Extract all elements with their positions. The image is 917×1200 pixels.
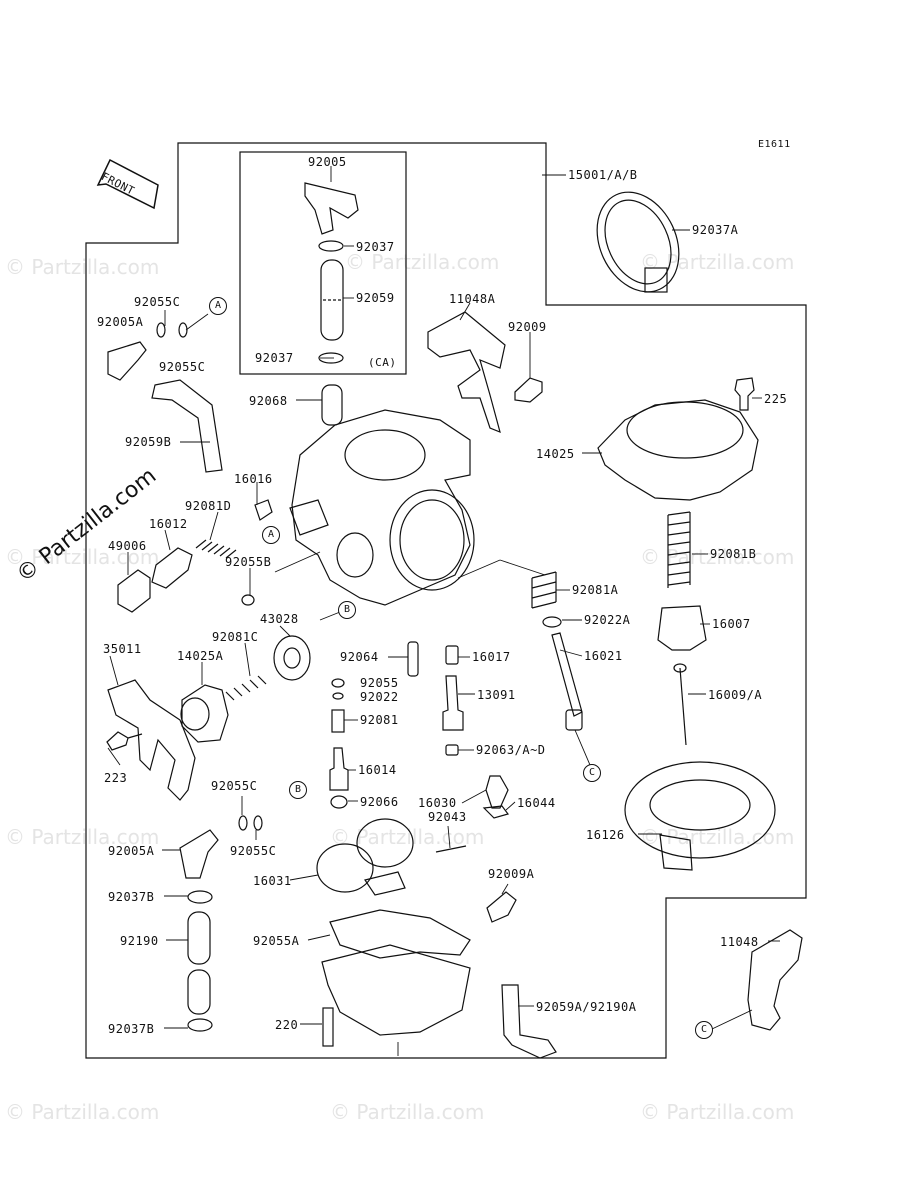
part-label[interactable]: 92055C	[211, 779, 258, 793]
part-label[interactable]: 92059	[356, 291, 395, 305]
part-label[interactable]: 92081D	[185, 499, 232, 513]
inset-note: (CA)	[368, 356, 397, 369]
part-label[interactable]: 92009A	[488, 867, 535, 881]
part-label[interactable]: 92063/A~D	[476, 743, 546, 757]
part-label[interactable]: 92081A	[572, 583, 619, 597]
part-label[interactable]: 16030	[418, 796, 457, 810]
part-label[interactable]: 223	[104, 771, 128, 785]
ref-marker-b: B	[289, 781, 307, 799]
part-label[interactable]: 43028	[260, 612, 299, 626]
part-label[interactable]: 92055C	[159, 360, 206, 374]
watermark: © Partzilla.com	[345, 250, 500, 274]
part-label[interactable]: 92190	[120, 934, 159, 948]
part-label[interactable]: 220	[275, 1018, 299, 1032]
part-label[interactable]: 16126	[586, 828, 625, 842]
ref-marker-c: C	[695, 1021, 713, 1039]
part-label[interactable]: 92037	[356, 240, 395, 254]
ref-marker-b: B	[338, 601, 356, 619]
watermark: © Partzilla.com	[640, 1100, 795, 1124]
watermark: © Partzilla.com	[5, 255, 160, 279]
ref-marker-a: A	[262, 526, 280, 544]
part-label[interactable]: 14025A	[177, 649, 224, 663]
part-label[interactable]: 92037B	[108, 1022, 155, 1036]
part-label[interactable]: 92059B	[125, 435, 172, 449]
part-label[interactable]: 35011	[103, 642, 142, 656]
part-label[interactable]: 92009	[508, 320, 547, 334]
part-label[interactable]: 92081B	[710, 547, 757, 561]
part-label[interactable]: 16014	[358, 763, 397, 777]
part-label[interactable]: 92055C	[134, 295, 181, 309]
part-label[interactable]: 16021	[584, 649, 623, 663]
diagram-code: E1611	[758, 139, 791, 150]
part-label[interactable]: 92066	[360, 795, 399, 809]
part-label[interactable]: 92055C	[230, 844, 277, 858]
part-label[interactable]: 92005	[308, 155, 347, 169]
ref-marker-c: C	[583, 764, 601, 782]
part-label[interactable]: 92055B	[225, 555, 272, 569]
part-label[interactable]: 16031	[253, 874, 292, 888]
part-label[interactable]: 13091	[477, 688, 516, 702]
watermark: © Partzilla.com	[640, 250, 795, 274]
part-label[interactable]: 92037B	[108, 890, 155, 904]
watermark: © Partzilla.com	[640, 545, 795, 569]
part-label[interactable]: 11048A	[449, 292, 496, 306]
part-label[interactable]: 16044	[517, 796, 556, 810]
part-label[interactable]: 92081	[360, 713, 399, 727]
part-label[interactable]: 14025	[536, 447, 575, 461]
part-label[interactable]: 92059A/92190A	[536, 1000, 637, 1014]
part-label[interactable]: 92068	[249, 394, 288, 408]
part-label[interactable]: 16016	[234, 472, 273, 486]
part-label[interactable]: 16017	[472, 650, 511, 664]
part-label[interactable]: 92081C	[212, 630, 259, 644]
part-label[interactable]: 16007	[712, 617, 751, 631]
part-label[interactable]: 92005A	[108, 844, 155, 858]
part-label[interactable]: 11048	[720, 935, 759, 949]
part-label[interactable]: 15001/A/B	[568, 168, 638, 182]
part-label[interactable]: 92037A	[692, 223, 739, 237]
part-label[interactable]: 92022	[360, 690, 399, 704]
ref-marker-a: A	[209, 297, 227, 315]
watermark: © Partzilla.com	[5, 1100, 160, 1124]
watermark: © Partzilla.com	[5, 825, 160, 849]
part-label[interactable]: 16012	[149, 517, 188, 531]
part-label[interactable]: 92037	[255, 351, 294, 365]
part-label[interactable]: 92043	[428, 810, 467, 824]
part-label[interactable]: 92055	[360, 676, 399, 690]
part-label[interactable]: 16009/A	[708, 688, 763, 702]
part-label[interactable]: 92005A	[97, 315, 144, 329]
part-label[interactable]: 49006	[108, 539, 147, 553]
watermark: © Partzilla.com	[5, 545, 160, 569]
part-label[interactable]: 92055A	[253, 934, 300, 948]
part-label[interactable]: 92064	[340, 650, 379, 664]
watermark: © Partzilla.com	[330, 1100, 485, 1124]
part-label[interactable]: 225	[764, 392, 788, 406]
part-label[interactable]: 92022A	[584, 613, 631, 627]
